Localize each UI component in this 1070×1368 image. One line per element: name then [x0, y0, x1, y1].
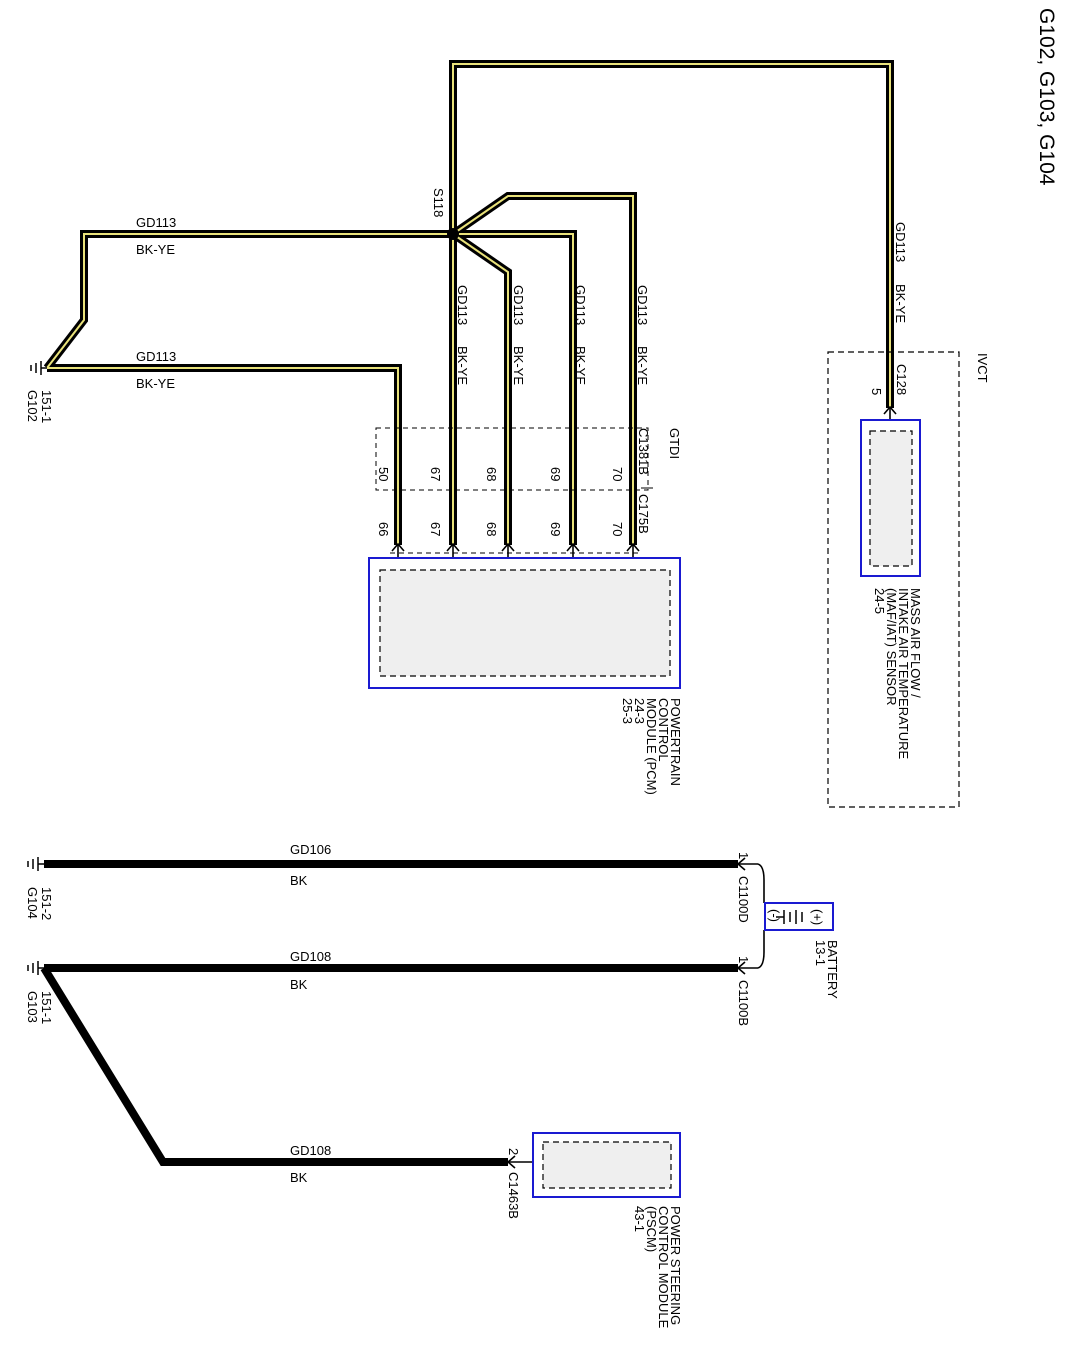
- pcm-module-inner: [379, 569, 671, 677]
- wire-label-color: BK-YE: [136, 242, 175, 257]
- wire-label-color: BK-YE: [136, 376, 175, 391]
- connector-c128: C128: [894, 364, 909, 395]
- wire-label-circuit: GD113: [511, 285, 526, 325]
- battery-connector-icons: [736, 857, 765, 975]
- pscm-name-line3: (PSCM): [644, 1206, 659, 1252]
- wire-label-circuit: GD113: [136, 349, 176, 364]
- splice-label: S118: [431, 188, 446, 217]
- wire-label-circuit: GD113: [635, 285, 650, 325]
- maf-name-line3: (MAF/IAT) SENSOR: [884, 588, 899, 705]
- wire-g102-to-pcm-66: [47, 364, 402, 545]
- pin-label: 67: [428, 522, 443, 536]
- pcm-name-line3: MODULE (PCM): [644, 698, 659, 795]
- pcm-name-line2: CONTROL: [656, 698, 671, 762]
- wire-label-color: BK-YE: [511, 346, 526, 385]
- pin-label: 70: [610, 522, 625, 536]
- wire-gd108-pscm: [40, 965, 508, 1166]
- connector-c175b: C175B: [636, 494, 651, 534]
- diagram-title: G102, G103, G104: [1035, 8, 1058, 186]
- pin-label: 66: [376, 522, 391, 536]
- maf-name-line2: INTAKE AIR TEMPERATURE: [896, 588, 911, 760]
- inline-connector-label: GTDI: [667, 428, 682, 459]
- maf-name-line1: MASS AIR FLOW /: [908, 588, 923, 698]
- battery-name: BATTERY: [825, 940, 840, 999]
- wire-label-color: BK-YE: [635, 346, 650, 385]
- wire-s118-to-pcm-69: [453, 230, 577, 545]
- ivct-label: IVCT: [975, 353, 990, 383]
- wire-label-circuit: GD106: [290, 842, 331, 857]
- ground-g102-icon: [30, 361, 47, 375]
- wire-s118-to-g102-upper: [43, 230, 453, 371]
- pscm-ref: 43-1: [632, 1206, 647, 1232]
- pin-label: 70: [610, 467, 625, 481]
- wire-label-color: BK-YE: [893, 284, 908, 323]
- wire-label-color: BK: [290, 873, 308, 888]
- pcm-ref-2: 25-3: [620, 698, 635, 724]
- wire-label-circuit: GD113: [893, 222, 908, 262]
- wire-label-circuit: GD113: [455, 285, 470, 325]
- battery-minus: (-): [767, 909, 782, 922]
- pcm-ref-1: 24-3: [632, 698, 647, 724]
- bk-ye-wires: [43, 60, 894, 545]
- wire-s118-to-pcm-68: [450, 230, 512, 545]
- wire-label-circuit: GD108: [290, 949, 331, 964]
- ground-g103-label: G103: [25, 991, 40, 1023]
- inline-connector-box: [375, 427, 649, 491]
- wire-label-color: BK: [290, 977, 308, 992]
- connector-c1463b: C1463B: [506, 1172, 521, 1219]
- pin-label: 67: [428, 467, 443, 481]
- connector-c1100d: C1100D: [736, 876, 751, 923]
- splice-s118-dot: [447, 228, 459, 240]
- bk-wires: [40, 860, 738, 1166]
- battery-icon: [776, 910, 803, 924]
- pcm-name-line1: POWERTRAIN: [668, 698, 683, 786]
- wire-label-color: BK-YE: [573, 346, 588, 385]
- pscm-module-inner: [542, 1141, 672, 1189]
- maf-sensor-inner: [869, 430, 913, 567]
- wire-label-circuit: GD113: [136, 215, 176, 230]
- pin-label: 68: [484, 467, 499, 481]
- wire-label-color: BK: [290, 1170, 308, 1185]
- ground-g103-ref: 151-1: [39, 991, 54, 1024]
- ground-g102-ref: 151-1: [39, 390, 54, 423]
- pscm-name-line2: CONTROL MODULE: [656, 1206, 671, 1329]
- connector-c1100b: C1100B: [736, 980, 751, 1026]
- battery-plus: (+): [810, 909, 825, 925]
- pscm-connector-icon: [506, 1155, 533, 1169]
- ground-g103-icon: [27, 961, 44, 975]
- pin-label: 68: [484, 522, 499, 536]
- connector-c1381b: C1381B: [636, 428, 651, 475]
- pin-label: 50: [376, 467, 391, 481]
- pin-label: 1: [736, 852, 751, 859]
- pscm-name-line1: POWER STEERING: [668, 1206, 683, 1325]
- ground-g102-label: G102: [25, 390, 40, 422]
- ivct-box: [827, 351, 960, 808]
- pin-label: 69: [548, 522, 563, 536]
- ground-g104-ref: 151-2: [39, 887, 54, 920]
- ground-g104-icon: [27, 857, 44, 871]
- pin-label: 69: [548, 467, 563, 481]
- ground-g104-label: G104: [25, 887, 40, 919]
- pin-label: 1: [736, 956, 751, 963]
- battery-ref: 13-1: [813, 940, 828, 966]
- wire-label-color: BK-YE: [455, 346, 470, 385]
- maf-connector-icon: [883, 405, 897, 420]
- pin-label: 5: [869, 388, 884, 395]
- wire-label-circuit: GD113: [573, 285, 588, 325]
- pin-label: 2: [506, 1148, 521, 1155]
- wire-label-circuit: GD108: [290, 1143, 331, 1158]
- maf-ref: 24-5: [872, 588, 887, 614]
